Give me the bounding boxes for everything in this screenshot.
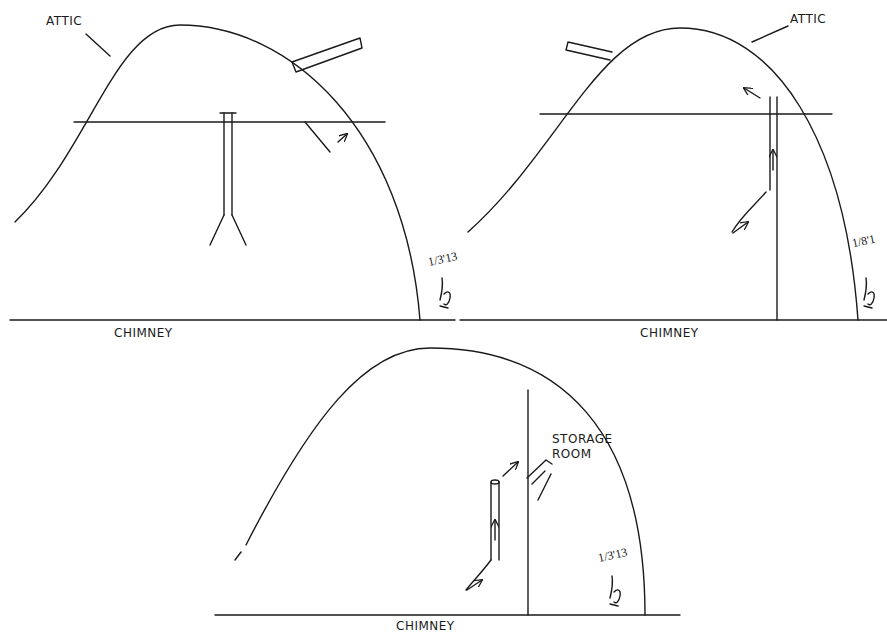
room-label: ATTIC: [46, 14, 82, 29]
sketch-three: [215, 348, 680, 615]
date-note: 1/3'13: [427, 249, 459, 270]
caption-label: CHIMNEY: [114, 326, 173, 341]
caption-label: CHIMNEY: [396, 619, 455, 634]
sketch-two: [460, 26, 887, 320]
room-label: STORAGE ROOM: [552, 432, 622, 462]
sketch-one: [10, 25, 455, 320]
room-label: ATTIC: [790, 12, 826, 27]
caption-label: CHIMNEY: [640, 326, 699, 341]
date-note: 1/3'13: [597, 545, 629, 566]
date-note: 1/8'1: [851, 232, 877, 252]
